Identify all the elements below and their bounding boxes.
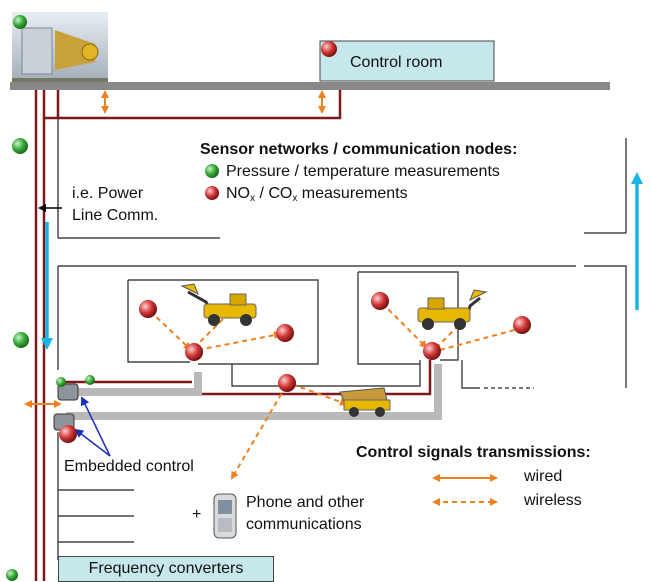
legend-wired-label: wired xyxy=(524,468,563,485)
mine-drift-outlines xyxy=(57,118,627,560)
embedded-pointer-2 xyxy=(74,428,111,457)
loader-vehicle-icon xyxy=(417,289,488,330)
power-line-label-2: Line Comm. xyxy=(72,207,159,224)
embedded-control-label: Embedded control xyxy=(64,458,194,475)
controller-unit-icon xyxy=(53,383,79,431)
sensor-legend-header: Sensor networks / communication nodes: xyxy=(200,141,518,158)
green-sensor-node-icon xyxy=(6,15,219,581)
main-surface-line xyxy=(10,82,610,90)
power-line-label-1: i.e. Power xyxy=(72,185,144,202)
legend-wireless-label: wireless xyxy=(524,492,582,509)
haulage-road xyxy=(66,364,442,420)
plus-sign: + xyxy=(192,506,202,523)
sensor-legend-gas: NOx / COx measurements xyxy=(226,185,408,204)
mobile-phone-icon xyxy=(213,493,237,539)
loader-vehicle-icon xyxy=(180,283,257,326)
sensor-legend-pressure: Pressure / temperature measurements xyxy=(226,163,500,180)
control-room-label: Control room xyxy=(350,54,443,71)
embedded-pointer-1 xyxy=(80,396,111,457)
signals-legend-header: Control signals transmissions: xyxy=(356,444,591,461)
frequency-converters-box: Frequency converters xyxy=(58,556,274,582)
phone-label-1: Phone and other xyxy=(246,494,365,511)
dump-truck-icon xyxy=(339,387,391,417)
phone-label-2: communications xyxy=(246,516,362,533)
wireless-links xyxy=(149,302,524,480)
frequency-converters-label: Frequency converters xyxy=(88,560,244,577)
red-sensor-node-icon xyxy=(59,41,531,443)
control-room-box xyxy=(319,40,495,82)
